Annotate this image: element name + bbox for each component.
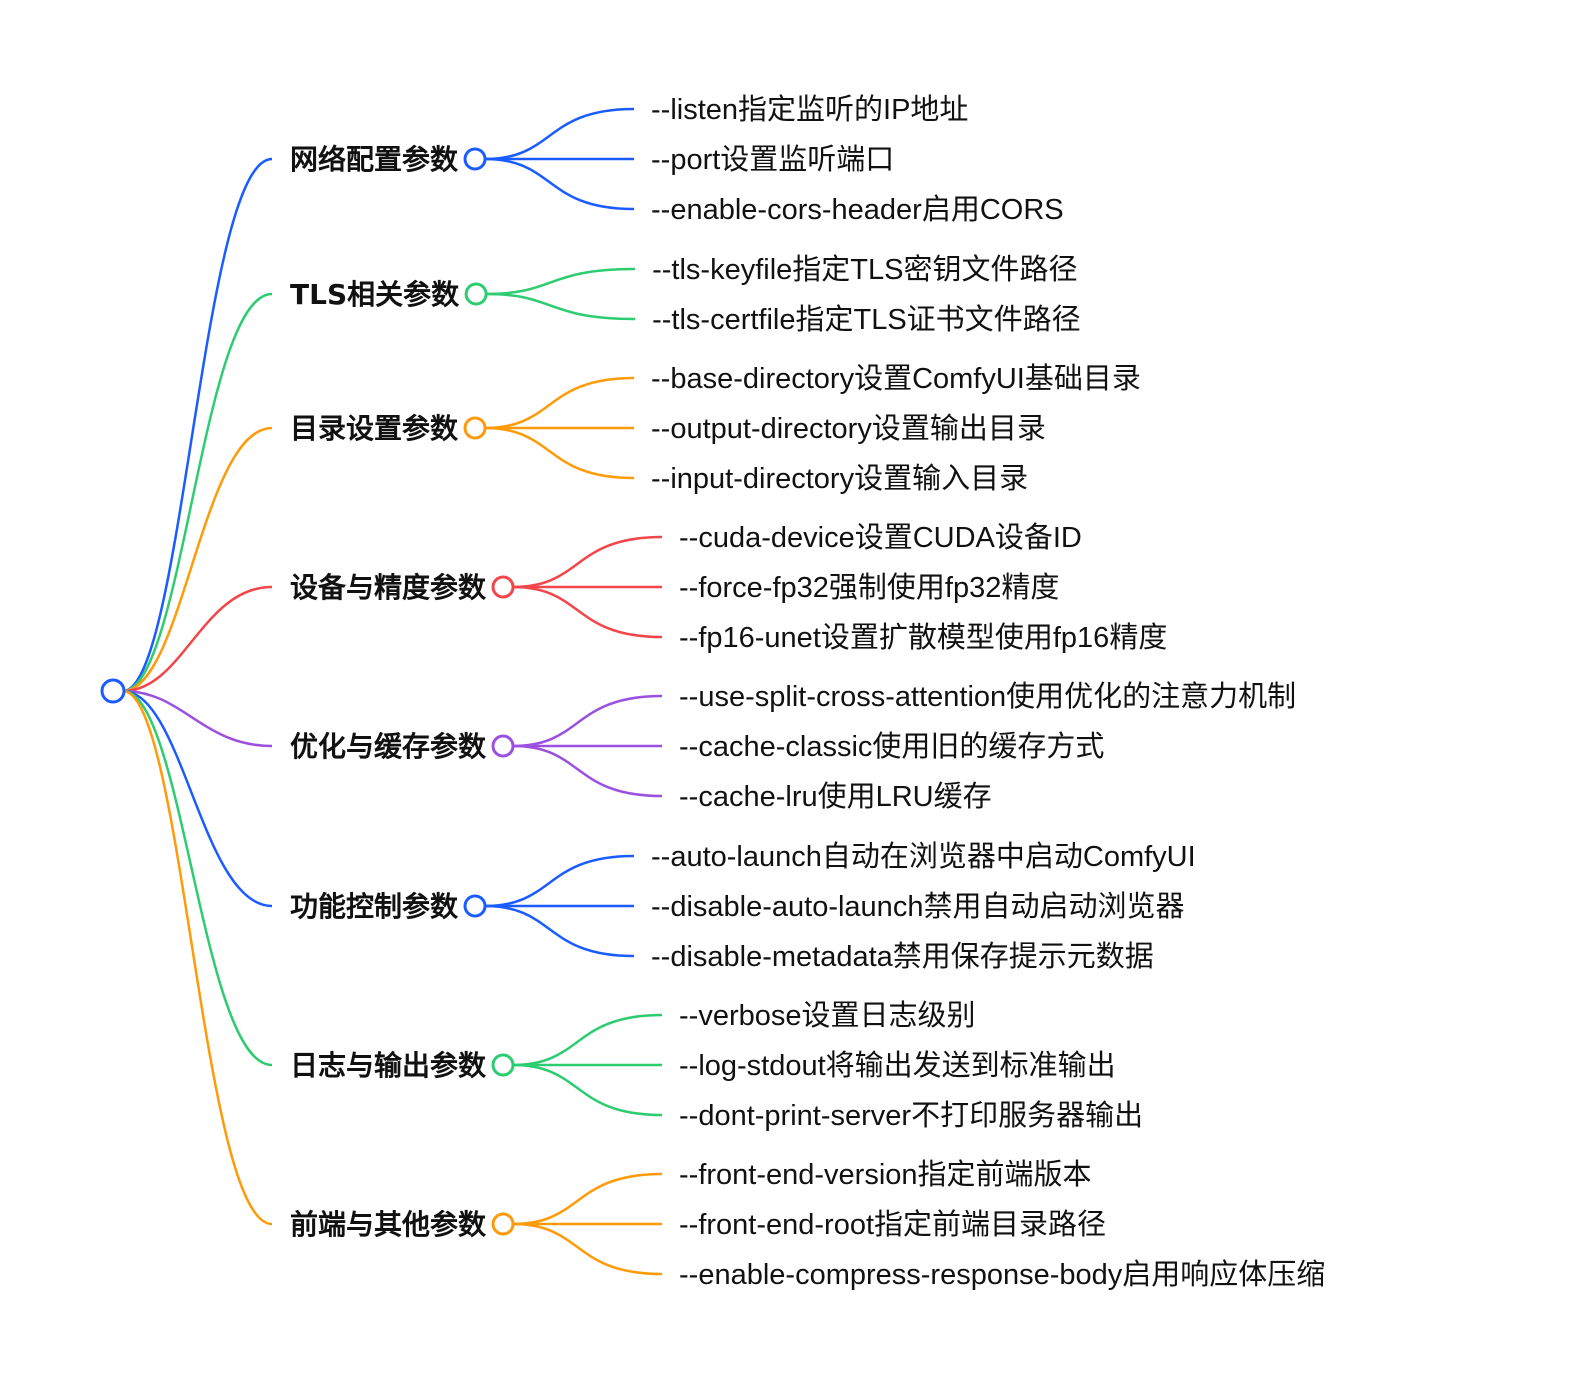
leaf-edge [485, 854, 635, 908]
leaf-edge [513, 1013, 663, 1067]
branch-node[interactable] [463, 894, 487, 918]
leaf-edge [513, 694, 663, 748]
leaf-edge [513, 1063, 663, 1117]
edges [122, 107, 663, 1276]
root-node[interactable] [100, 678, 126, 704]
leaf-label[interactable]: --use-split-cross-attention使用优化的注意力机制 [679, 680, 1296, 713]
leaf-edge [513, 585, 663, 639]
branch-label[interactable]: 优化与缓存参数 [290, 730, 487, 763]
branch-label[interactable]: TLS相关参数 [290, 278, 460, 311]
branch-node[interactable] [463, 147, 487, 171]
leaf-label[interactable]: --fp16-unet设置扩散模型使用fp16精度 [679, 621, 1167, 654]
leaf-label[interactable]: --base-directory设置ComfyUI基础目录 [651, 362, 1141, 395]
leaf-label[interactable]: --enable-compress-response-body启用响应体压缩 [679, 1258, 1325, 1291]
leaf-label[interactable]: --enable-cors-header启用CORS [651, 193, 1064, 226]
leaf-label[interactable]: --front-end-version指定前端版本 [679, 1158, 1092, 1191]
leaf-edge [486, 267, 636, 296]
branch-label[interactable]: 目录设置参数 [290, 412, 459, 445]
leaf-edge [513, 744, 663, 798]
leaf-edge [513, 1172, 663, 1226]
leaf-edge [485, 904, 635, 958]
leaf-edge [513, 1222, 663, 1276]
leaf-label[interactable]: --listen指定监听的IP地址 [651, 93, 968, 126]
branch-edge [122, 292, 273, 693]
leaf-label[interactable]: --verbose设置日志级别 [679, 999, 976, 1032]
branch-edge [122, 689, 273, 748]
branch-node[interactable] [491, 575, 515, 599]
leaf-label[interactable]: --tls-keyfile指定TLS密钥文件路径 [652, 253, 1077, 286]
leaf-label[interactable]: --front-end-root指定前端目录路径 [679, 1208, 1106, 1241]
branch-edge [122, 689, 273, 908]
leaf-edge [485, 426, 635, 480]
branch-node[interactable] [491, 1212, 515, 1236]
leaf-label[interactable]: --disable-auto-launch禁用自动启动浏览器 [651, 890, 1184, 923]
branch-label[interactable]: 功能控制参数 [290, 890, 459, 923]
leaf-label[interactable]: --port设置监听端口 [651, 143, 894, 176]
branch-label[interactable]: 日志与输出参数 [290, 1049, 487, 1082]
branch-node[interactable] [491, 734, 515, 758]
branch-edge [122, 585, 273, 693]
branch-label[interactable]: 设备与精度参数 [290, 571, 487, 604]
branch-edge [122, 689, 273, 1067]
branch-node[interactable] [491, 1053, 515, 1077]
nodes: 网络配置参数 --listen指定监听的IP地址 --port设置监听端口 --ena… [290, 93, 1325, 1291]
leaf-label[interactable]: --dont-print-server不打印服务器输出 [679, 1099, 1143, 1132]
leaf-label[interactable]: --output-directory设置输出目录 [651, 412, 1046, 445]
branch-label[interactable]: 前端与其他参数 [290, 1208, 487, 1241]
leaf-label[interactable]: --auto-launch自动在浏览器中启动ComfyUI [651, 840, 1196, 873]
branch-node[interactable] [464, 282, 488, 306]
branch-edge [122, 426, 273, 693]
leaf-label[interactable]: --force-fp32强制使用fp32精度 [679, 571, 1059, 604]
branch-edge [122, 689, 273, 1226]
leaf-label[interactable]: --input-directory设置输入目录 [651, 462, 1028, 495]
branch-node[interactable] [463, 416, 487, 440]
leaf-edge [513, 535, 663, 589]
leaf-edge [485, 157, 635, 211]
branch-edge [122, 157, 273, 693]
leaf-label[interactable]: --tls-certfile指定TLS证书文件路径 [652, 303, 1081, 336]
leaf-label[interactable]: --disable-metadata禁用保存提示元数据 [651, 940, 1154, 973]
leaf-label[interactable]: --cuda-device设置CUDA设备ID [679, 521, 1082, 554]
leaf-label[interactable]: --cache-lru使用LRU缓存 [679, 780, 992, 813]
leaf-label[interactable]: --cache-classic使用旧的缓存方式 [679, 730, 1104, 763]
leaf-edge [485, 107, 635, 161]
branch-label[interactable]: 网络配置参数 [290, 143, 459, 176]
leaf-edge [485, 376, 635, 430]
leaf-label[interactable]: --log-stdout将输出发送到标准输出 [679, 1049, 1116, 1082]
leaf-edge [486, 292, 636, 321]
